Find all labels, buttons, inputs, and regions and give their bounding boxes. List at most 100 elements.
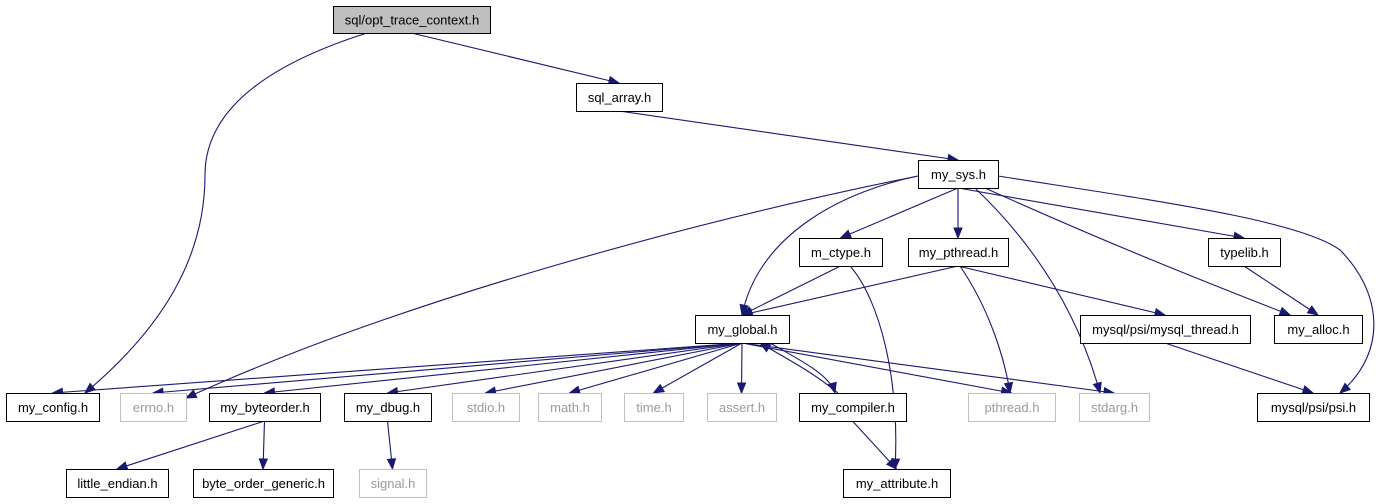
node-opt-trace-context[interactable]: sql/opt_trace_context.h	[333, 6, 491, 34]
node-my-alloc[interactable]: my_alloc.h	[1274, 315, 1363, 344]
node-box	[1257, 393, 1370, 422]
node-label: my_global.h	[707, 322, 777, 337]
node-label: my_byteorder.h	[220, 400, 310, 415]
node-byte-order-generic[interactable]: byte_order_generic.h	[193, 469, 334, 498]
node-assert: assert.h	[707, 393, 777, 422]
node-typelib[interactable]: typelib.h	[1208, 238, 1281, 267]
node-box	[538, 393, 602, 422]
node-my-global[interactable]: my_global.h	[695, 315, 790, 344]
node-label: sql_array.h	[588, 90, 651, 105]
node-box	[1079, 393, 1150, 422]
arrowhead-my_global-to-my_compiler	[827, 381, 837, 395]
node-mysql-thread[interactable]: mysql/psi/mysql_thread.h	[1080, 315, 1251, 344]
arrowhead-my_sys-to-errno	[184, 389, 198, 399]
arrowhead-my_compiler-to-my_global	[758, 342, 772, 353]
node-label: little_endian.h	[77, 476, 157, 491]
arrowhead-my_compiler-to-my_attribute	[885, 458, 898, 470]
node-box	[624, 393, 684, 422]
node-my-pthread[interactable]: my_pthread.h	[908, 238, 1009, 267]
nodes-layer: sql/opt_trace_context.h sql_array.h my_sys…	[6, 6, 1370, 498]
edge-my_pthread-to-mysql_thread	[957, 265, 1166, 316]
edge-my_global-to-my_byteorder	[264, 342, 743, 394]
edges-layer	[51, 32, 1375, 471]
edge-opt_trace_context-to-sql_array	[411, 32, 620, 84]
arrowhead-my_sys-to-my_alloc	[1278, 306, 1292, 316]
arrowhead-typelib-to-my_alloc	[1306, 305, 1320, 316]
edge-my_global-to-stdio	[485, 342, 743, 394]
node-box	[66, 469, 169, 498]
arrowhead-my_global-to-math	[568, 385, 581, 395]
node-box	[843, 469, 951, 498]
node-math: math.h	[538, 393, 602, 422]
node-box	[908, 238, 1009, 267]
node-my-dbug[interactable]: my_dbug.h	[344, 393, 432, 422]
node-box	[1080, 315, 1251, 344]
edge-sql_array-to-my_sys	[618, 110, 959, 161]
node-label: typelib.h	[1220, 245, 1268, 260]
node-my-config[interactable]: my_config.h	[6, 393, 100, 422]
node-label: byte_order_generic.h	[202, 476, 325, 491]
node-my-byteorder[interactable]: my_byteorder.h	[209, 393, 321, 422]
arrowhead-my_byteorder-to-byte_order_generic	[258, 458, 269, 471]
node-label: my_config.h	[18, 400, 88, 415]
edge-my_pthread-to-my_global	[741, 265, 959, 316]
node-label: stdio.h	[467, 400, 505, 415]
node-my-attribute[interactable]: my_attribute.h	[843, 469, 951, 498]
node-m-ctype[interactable]: m_ctype.h	[799, 238, 883, 267]
edge-my_sys-to-typelib	[957, 187, 1245, 239]
node-box	[359, 469, 427, 498]
edge-opt_trace_context-to-my_config	[84, 32, 368, 394]
node-box	[576, 83, 663, 112]
arrowhead-my_sys-to-m_ctype	[839, 229, 853, 239]
arrowhead-my_sys-to-my_pthread	[953, 227, 963, 240]
edge-my_sys-to-m_ctype	[840, 187, 959, 239]
edge-my_pthread-to-pthread	[959, 265, 1011, 394]
node-psi[interactable]: mysql/psi/psi.h	[1257, 393, 1370, 422]
edge-my_sys-to-errno	[185, 175, 919, 399]
node-stdarg: stdarg.h	[1079, 393, 1150, 422]
arrowhead-my_pthread-to-pthread	[1003, 381, 1014, 395]
edge-my_global-to-stdarg	[741, 342, 1115, 394]
node-my-compiler[interactable]: my_compiler.h	[799, 393, 907, 422]
node-sql-array[interactable]: sql_array.h	[576, 83, 663, 112]
edge-my_global-to-pthread	[741, 342, 1012, 394]
node-box	[918, 160, 999, 189]
node-label: pthread.h	[985, 400, 1040, 415]
node-label: errno.h	[133, 400, 174, 415]
node-box	[344, 393, 432, 422]
arrowhead-my_sys-to-my_global	[739, 303, 749, 317]
arrowhead-my_dbug-to-signal	[386, 458, 397, 471]
node-box	[799, 238, 883, 267]
node-my-sys[interactable]: my_sys.h	[918, 160, 999, 189]
edge-my_sys-to-my_global	[741, 175, 919, 316]
node-little-endian[interactable]: little_endian.h	[66, 469, 169, 498]
node-label: my_sys.h	[931, 167, 986, 182]
edge-my_sys-to-psi	[997, 175, 1375, 394]
node-box	[333, 6, 491, 34]
arrowhead-my_global-to-time	[652, 383, 665, 394]
node-label: mysql/psi/psi.h	[1271, 400, 1356, 415]
node-label: my_alloc.h	[1287, 322, 1349, 337]
edge-my_sys-to-my_alloc	[984, 187, 1291, 316]
edge-my_global-to-my_dbug	[387, 342, 743, 394]
edge-my_compiler-to-my_attribute	[852, 420, 897, 470]
node-time: time.h	[624, 393, 684, 422]
node-label: my_pthread.h	[919, 245, 999, 260]
node-label: mysql/psi/mysql_thread.h	[1092, 322, 1239, 337]
edge-my_sys-to-stdarg	[974, 187, 1101, 394]
node-label: my_attribute.h	[856, 476, 938, 491]
node-box	[209, 393, 321, 422]
node-box	[695, 315, 790, 344]
node-stdio: stdio.h	[452, 393, 520, 422]
edge-my_global-to-errno	[152, 342, 743, 394]
arrowhead-my_byteorder-to-little_endian	[115, 461, 129, 471]
node-label: m_ctype.h	[811, 245, 871, 260]
edge-m_ctype-to-my_global	[741, 265, 841, 316]
node-label: math.h	[550, 400, 590, 415]
arrowhead-my_global-to-assert	[736, 382, 747, 395]
edge-my_global-to-my_config	[52, 342, 743, 394]
edge-my_byteorder-to-little_endian	[116, 420, 265, 470]
node-box	[452, 393, 520, 422]
node-signal: signal.h	[359, 469, 427, 498]
